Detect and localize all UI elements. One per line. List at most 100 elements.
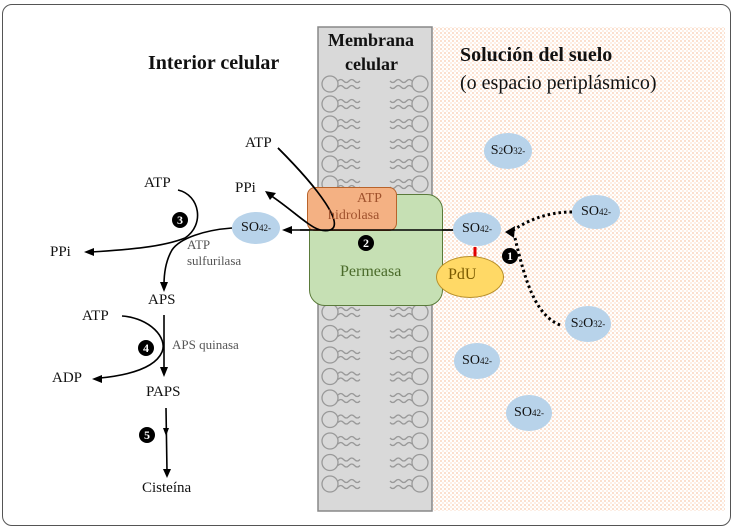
lipid-head xyxy=(411,115,429,133)
lipid-head xyxy=(411,135,429,153)
uptake-arrowhead xyxy=(505,226,515,238)
lipid-head xyxy=(321,155,339,173)
aps-arrowhead xyxy=(160,282,168,292)
lipid-tail xyxy=(337,420,361,425)
step5-line xyxy=(165,407,168,473)
cysteine-label: Cisteína xyxy=(142,480,192,496)
lipid-tail xyxy=(337,398,361,404)
lipid-tail xyxy=(389,104,413,110)
step-4-marker: 4 xyxy=(138,340,154,356)
step3-atp-curve xyxy=(91,189,199,253)
lipid-tail xyxy=(337,414,361,419)
lipid-tail xyxy=(337,435,361,441)
soil-title: Solución del suelo xyxy=(460,44,613,66)
lipid-head xyxy=(321,135,339,153)
lipid-head xyxy=(321,453,339,472)
lipid-tail xyxy=(337,124,361,130)
adp-arrowhead xyxy=(92,375,102,383)
pdu-label: PdU xyxy=(448,266,477,283)
lipid-tail xyxy=(389,420,413,425)
lipid-tail xyxy=(389,457,413,462)
lipid-tail xyxy=(337,118,361,124)
lipid-tail xyxy=(337,158,361,164)
lipid-head xyxy=(321,115,339,133)
sulfate-uptake-dotted xyxy=(511,210,573,233)
lipid-tail xyxy=(389,334,413,339)
lipid-tail xyxy=(389,312,413,318)
lipid-tail xyxy=(389,164,413,170)
lipid-tail xyxy=(337,371,361,376)
lipid-tail xyxy=(389,478,413,484)
lipid-tail xyxy=(389,124,413,130)
lipid-tail xyxy=(389,463,413,468)
lipid-tail xyxy=(389,178,413,184)
lipid-tail xyxy=(337,463,361,468)
lipid-tail xyxy=(337,457,361,462)
lipid-head xyxy=(321,367,339,386)
lipid-tail xyxy=(389,349,413,355)
step-1-marker: 1 xyxy=(502,248,518,264)
lipid-head xyxy=(321,324,339,343)
lipid-tail xyxy=(337,98,361,104)
lipid-head xyxy=(321,95,339,113)
lipid-tail xyxy=(389,355,413,361)
adp-label: ADP xyxy=(52,370,83,386)
step4-atp-curve xyxy=(99,315,164,379)
step-3-marker: 3 xyxy=(172,212,188,228)
lipid-head xyxy=(411,95,429,113)
lipid-tail xyxy=(337,484,361,490)
ppi-top-label: PPi xyxy=(235,180,256,196)
pdu-protein xyxy=(436,256,504,298)
lipid-head xyxy=(321,75,339,93)
lipid-head xyxy=(411,175,429,193)
lipid-tail xyxy=(389,371,413,376)
aps-kinase-label: APS quinasa xyxy=(172,337,239,352)
lipid-tail xyxy=(337,144,361,150)
interior-title: Interior celular xyxy=(148,52,280,74)
lipid-bilayer xyxy=(321,75,429,493)
atp-hydrolase-label-1: ATP xyxy=(357,191,382,206)
lipid-tail xyxy=(337,349,361,355)
atp-step3-label: ATP xyxy=(144,175,171,191)
membrane-title-1: Membrana xyxy=(328,30,414,50)
lipid-tail xyxy=(389,441,413,447)
step-2-marker: 2 xyxy=(358,235,374,251)
step3-main-curve xyxy=(163,227,233,286)
lipid-tail xyxy=(337,441,361,447)
lipid-tail xyxy=(337,328,361,333)
aps-label: APS xyxy=(148,292,176,308)
lipid-tail xyxy=(389,158,413,164)
lipid-head xyxy=(411,155,429,173)
atp-step4-label: ATP xyxy=(82,308,109,324)
lipid-tail xyxy=(389,98,413,104)
lipid-tail xyxy=(337,84,361,90)
cysteine-arrowhead xyxy=(163,469,171,478)
step-5-marker: 5 xyxy=(139,427,155,443)
lipid-tail xyxy=(337,478,361,484)
lipid-head xyxy=(411,324,429,343)
lipid-head xyxy=(411,410,429,429)
lipid-head xyxy=(411,432,429,450)
lipid-tail xyxy=(389,118,413,124)
lipid-head xyxy=(411,475,429,493)
step5-mid-arrowhead xyxy=(163,428,169,436)
lipid-tail xyxy=(389,138,413,144)
lipid-tail xyxy=(389,435,413,441)
lipid-head xyxy=(321,410,339,429)
lipid-tail xyxy=(337,392,361,398)
lipid-tail xyxy=(337,377,361,382)
atp-sulfurylase-label-1: ATP xyxy=(187,237,211,252)
atp-sulfurylase-label-2: sulfurilasa xyxy=(187,253,242,268)
atp-hydrolysis-curve-overlay xyxy=(269,147,336,232)
lipid-tail xyxy=(389,414,413,419)
lipid-head xyxy=(321,432,339,450)
lipid-tail xyxy=(389,377,413,382)
atp-hydrolase-label-2: hidrolasa xyxy=(328,208,380,223)
lipid-tail xyxy=(389,84,413,90)
